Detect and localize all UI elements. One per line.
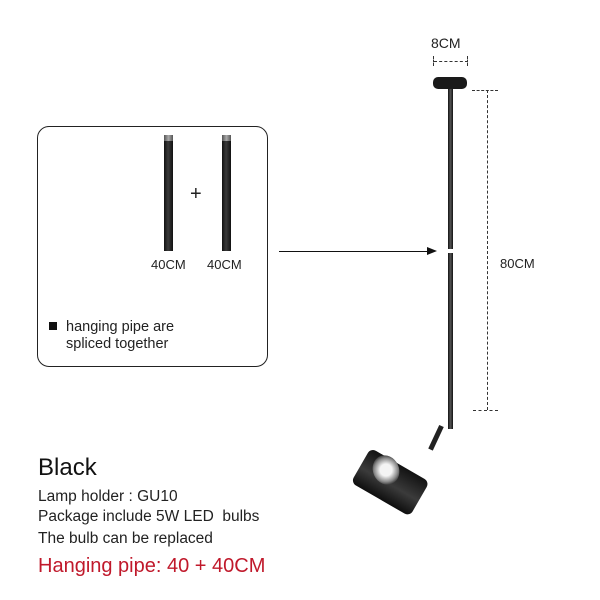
pipe-thread-icon	[164, 135, 173, 141]
pipe-thread-icon	[222, 135, 231, 141]
pipe-segment-2	[222, 141, 231, 251]
pipe-2-length-label: 40CM	[207, 257, 242, 272]
color-name: Black	[38, 454, 97, 481]
pipe-length-label: 80CM	[500, 256, 535, 271]
bullet-icon	[49, 322, 57, 330]
pipe-1-length-label: 40CM	[151, 257, 186, 272]
splice-note: hanging pipe are spliced together	[66, 319, 174, 353]
spec-bulb-replaceable: The bulb can be replaced	[38, 530, 213, 547]
pipe-length-dim-top	[472, 90, 498, 91]
splice-note-line2: spliced together	[66, 336, 169, 352]
splice-note-line1: hanging pipe are	[66, 319, 175, 335]
canopy-width-dim-line	[434, 61, 468, 62]
dim-tick	[467, 56, 468, 66]
arrow-line	[279, 251, 429, 252]
hanging-pipe-upper	[448, 89, 453, 249]
arrow-head-icon	[427, 247, 437, 255]
hanging-pipe-lower	[448, 253, 453, 429]
canopy-width-label: 8CM	[431, 35, 461, 51]
spec-package: Package include 5W LED bulbs	[38, 508, 260, 525]
spec-lamp-holder: Lamp holder : GU10	[38, 488, 178, 505]
dim-tick	[433, 56, 434, 66]
plus-icon: +	[190, 183, 202, 205]
ceiling-canopy	[433, 77, 467, 89]
pipe-joint	[448, 249, 453, 253]
pipe-inset-box	[37, 126, 268, 367]
hanging-pipe-highlight: Hanging pipe: 40 + 40CM	[38, 555, 266, 577]
pipe-length-dim-bottom	[473, 410, 498, 411]
pipe-segment-1	[164, 141, 173, 251]
pipe-length-dim-line	[487, 90, 488, 410]
swivel-arm	[428, 424, 444, 451]
